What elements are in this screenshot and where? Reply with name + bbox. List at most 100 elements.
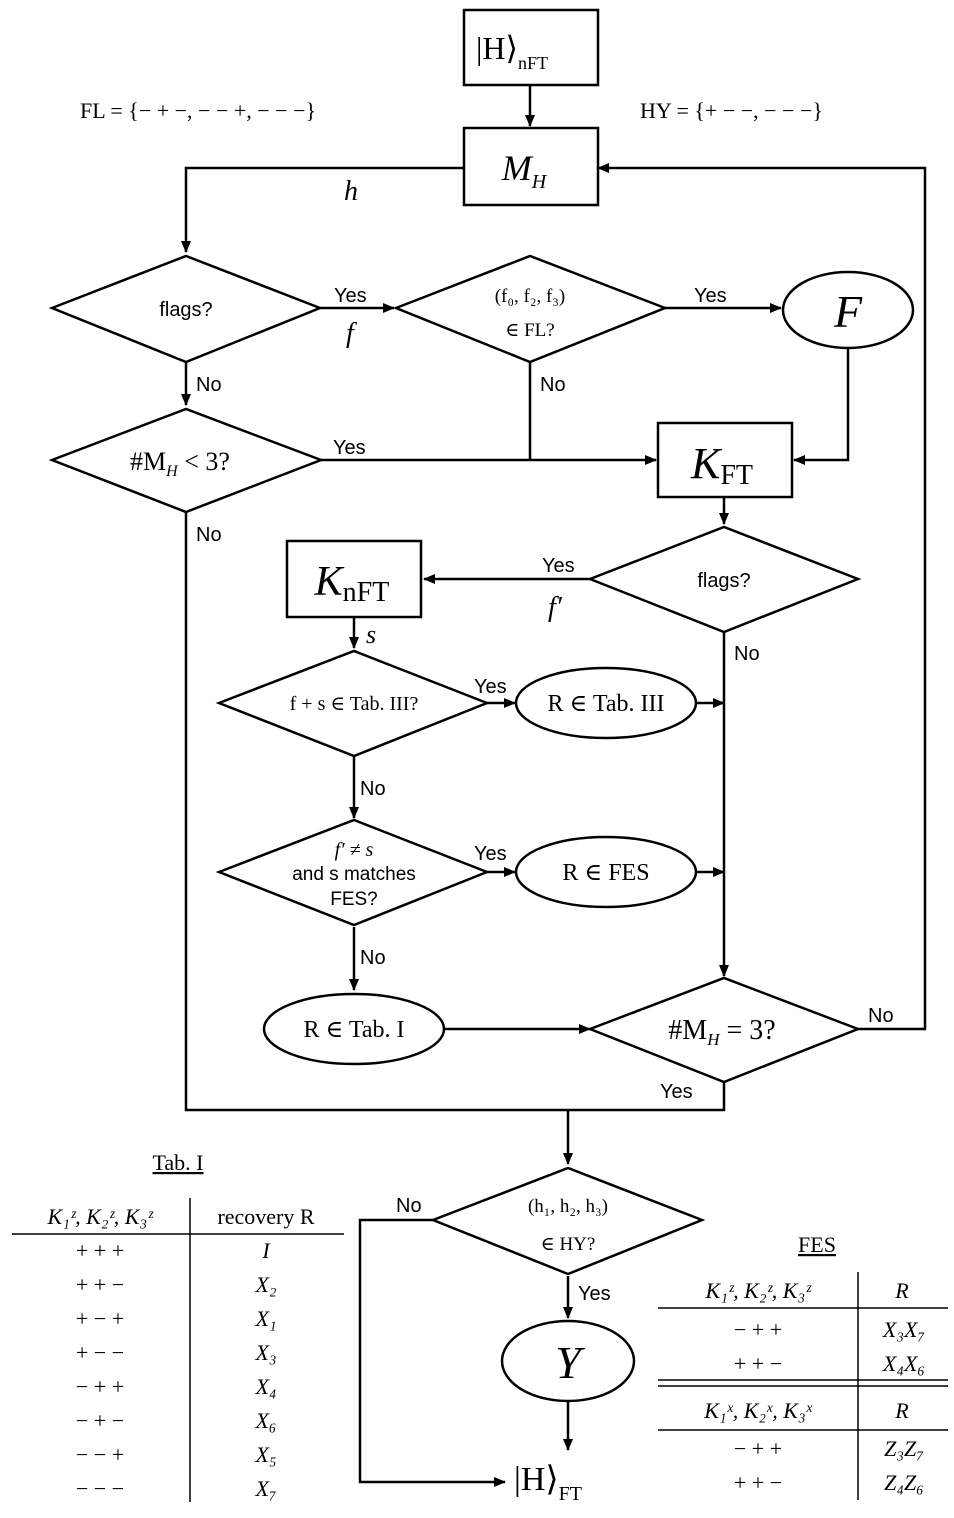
edge-label-no-6: No — [360, 947, 386, 969]
tab1-row-syndrome: + + + — [76, 1238, 124, 1263]
tab1-row-syndrome: + + − — [76, 1272, 124, 1297]
count-lt-label: #MH < 3? — [130, 447, 230, 480]
mh-node-box — [462, 126, 600, 207]
y-terminal — [500, 1319, 636, 1403]
hy-check-line2: ∈ HY? — [541, 1234, 596, 1255]
fes-decision — [215, 818, 491, 927]
tab1-row-recovery: X₃ — [254, 1340, 276, 1365]
knft-node-box — [285, 539, 423, 619]
fes-title: FES — [798, 1232, 836, 1257]
f-node-label: F — [833, 286, 863, 337]
fes-check-line1: f′ ≠ s — [335, 839, 374, 861]
fes-rows: − + + X₃X₇ + + − X₄X₆ − + + Z₃Z₇ + + − Z₄Z₆ — [734, 1317, 925, 1495]
tab1-row-syndrome: + − + — [76, 1306, 124, 1331]
tab1-rows: + + + I + + − X₂ + − + X₁ + − − X₃ − + + X₄ − + − X… — [76, 1238, 277, 1501]
r-tab1-label: R ∈ Tab. I — [304, 1017, 405, 1043]
edge-label-no-1: No — [196, 374, 222, 396]
f-terminal — [781, 270, 915, 350]
tab1-row-syndrome: + − − — [76, 1340, 124, 1365]
edge-mh-to-flags — [181, 166, 464, 253]
edge-merge-loop — [184, 512, 726, 1112]
count-eq-label: #MH = 3? — [668, 1015, 775, 1049]
fes-check-line2: and s matches — [292, 864, 416, 885]
flags1-label: flags? — [159, 299, 212, 321]
tab1-row-syndrome: − − − — [76, 1476, 124, 1501]
edge-label-yes-3: Yes — [333, 437, 366, 459]
edge-counteq-to-mh — [597, 163, 927, 1031]
start-node-label: |H⟩nFT — [476, 30, 548, 73]
fes-table: FES K₁ᶻ, K₂ᶻ, K₃ᶻ R K₁ˣ, K₂ˣ, K₃ˣ R − + … — [658, 1232, 948, 1500]
fes-x-row-syndrome: + + − — [734, 1470, 782, 1495]
edge-label-yes-1: Yes — [334, 285, 367, 307]
edge-label-no-8: No — [396, 1195, 422, 1217]
tab1-row-recovery: X₅ — [254, 1442, 276, 1467]
r-tab3-terminal — [514, 666, 698, 740]
edge-label-yes-2: Yes — [694, 285, 727, 307]
knft-node-label: KnFT — [314, 559, 390, 608]
r-fes-terminal — [514, 835, 698, 909]
fes-x-row-syndrome: − + + — [734, 1436, 782, 1461]
kft-node-label: KFT — [690, 439, 753, 491]
tab3-decision — [215, 649, 491, 758]
edge-label-f: f — [346, 318, 357, 349]
edge-hycheck-no-to-end — [358, 1218, 506, 1487]
edge-f-to-kft — [793, 346, 850, 465]
r-tab1-terminal — [262, 992, 446, 1066]
flags2-label: flags? — [697, 570, 750, 592]
edge-label-no-2: No — [540, 374, 566, 396]
tab1-title: Tab. I — [153, 1150, 204, 1175]
end-node-label: |H⟩FT — [514, 1461, 582, 1505]
count-lt-decision — [48, 407, 325, 514]
edge-label-no-5: No — [360, 778, 386, 800]
flags2-decision — [586, 525, 862, 634]
kft-node-box — [656, 421, 794, 499]
fes-x-row-recovery: Z₃Z₇ — [884, 1436, 924, 1461]
edge-label-f-prime: f′ — [548, 592, 563, 623]
fes-header-z-col1: K₁ᶻ, K₂ᶻ, K₃ᶻ — [705, 1278, 813, 1303]
fes-header-x-col2: R — [894, 1398, 909, 1423]
fes-z-row-recovery: X₄X₆ — [882, 1351, 925, 1376]
tab1-row-syndrome: − + − — [76, 1408, 124, 1433]
tab1-row-recovery: X₄ — [254, 1374, 276, 1399]
edge-label-no-7: No — [868, 1005, 894, 1027]
y-node-label: Y — [555, 1337, 585, 1388]
tab1-row-recovery: I — [261, 1238, 271, 1263]
fl-set-label: FL = {− + −, − − +, − − −} — [80, 98, 316, 123]
tab1-table: Tab. I K₁ᶻ, K₂ᶻ, K₃ᶻ recovery R + + +I+ … — [12, 1150, 344, 1502]
edge-label-yes-4: Yes — [542, 555, 575, 577]
tab1-row-syndrome: − − + — [76, 1442, 124, 1467]
flags-decision — [48, 254, 324, 364]
tab1-row-syndrome: − + + — [76, 1374, 124, 1399]
edge-label-no-3: No — [196, 524, 222, 546]
count-eq-decision — [586, 976, 862, 1084]
tab1-header-col2: recovery R — [217, 1204, 314, 1229]
fes-z-row-syndrome: + + − — [734, 1351, 782, 1376]
tab1-row-recovery: X₆ — [254, 1408, 276, 1433]
r-tab3-label: R ∈ Tab. III — [548, 691, 665, 717]
hy-decision — [429, 1166, 706, 1276]
start-node-box — [462, 8, 600, 87]
tab3-check-label: f + s ∈ Tab. III? — [290, 693, 419, 715]
fes-header-z-col2: R — [894, 1278, 909, 1303]
fl-check-line2: ∈ FL? — [505, 320, 554, 341]
fl-decision — [392, 254, 669, 364]
fes-z-row-syndrome: − + + — [734, 1317, 782, 1342]
fl-check-line1: (f₀, f₂, f₃) — [495, 286, 566, 307]
edge-label-yes-6: Yes — [474, 843, 507, 865]
edge-label-yes-5: Yes — [474, 676, 507, 698]
edge-label-no-4: No — [734, 643, 760, 665]
tab1-row-recovery: X₂ — [254, 1272, 276, 1297]
r-fes-label: R ∈ FES — [562, 860, 649, 886]
hy-set-label: HY = {+ − −, − − −} — [640, 98, 823, 123]
fes-check-line3: FES? — [330, 889, 378, 910]
edge-label-s: s — [366, 620, 376, 649]
hy-check-line1: (h₁, h₂, h₃) — [528, 1196, 608, 1217]
tab1-row-recovery: X₁ — [254, 1306, 276, 1331]
edge-label-h: h — [344, 176, 358, 207]
mh-node-label: MH — [501, 148, 548, 193]
edge-label-yes-8: Yes — [578, 1283, 611, 1305]
edge-label-yes-7: Yes — [660, 1081, 693, 1103]
fes-z-row-recovery: X₃X₇ — [882, 1317, 925, 1342]
fes-x-row-recovery: Z₄Z₆ — [884, 1470, 924, 1495]
